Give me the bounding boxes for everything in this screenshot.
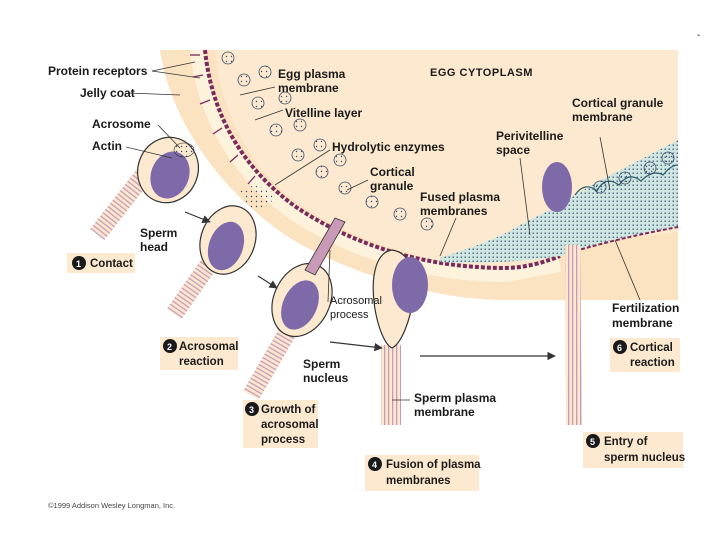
step-3-caption: 3 Growth of acrosomal process <box>243 400 319 448</box>
label-cortical-granule-membrane-2: membrane <box>572 110 633 124</box>
step-6-line-1: Cortical <box>630 342 673 354</box>
label-fused-plasma-membranes-1: Fused plasma <box>420 190 500 204</box>
egg-cytoplasm-title: EGG CYTOPLASM <box>430 67 533 79</box>
label-sperm-plasma-membrane-2: membrane <box>414 405 475 419</box>
sperm-growth-acrosomal-process <box>243 217 346 400</box>
step-1-text: Contact <box>90 258 133 270</box>
perivitelline-space <box>440 140 678 263</box>
label-cortical-granule-membrane-1: Cortical granule <box>572 96 664 110</box>
egg-plasma-membrane <box>203 49 561 271</box>
step-1-number: 1 <box>76 259 81 269</box>
labels: Protein receptors Jelly coat Acrosome Ac… <box>48 64 679 419</box>
label-sperm-head-1: Sperm <box>140 226 177 240</box>
step-5-caption: 5 Entry of sperm nucleus <box>583 432 685 468</box>
label-fertilization-membrane-2: membrane <box>612 316 673 330</box>
step-5-line-2: sperm nucleus <box>604 452 685 464</box>
step-5-line-1: Entry of <box>604 436 648 448</box>
label-perivitelline-space-2: space <box>496 143 530 157</box>
step-2-line-2: reaction <box>179 356 224 368</box>
label-actin: Actin <box>92 139 122 153</box>
cortical-granules <box>221 51 675 231</box>
step-4-number: 4 <box>372 460 377 470</box>
step-5-number: 5 <box>590 437 595 447</box>
step-6-line-2: reaction <box>630 357 675 369</box>
step-4-caption: 4 Fusion of plasma membranes <box>365 455 481 491</box>
step-3-line-1: Growth of <box>261 404 315 416</box>
label-acrosome: Acrosome <box>92 117 151 131</box>
label-perivitelline-space-1: Perivitelline <box>496 129 564 143</box>
sperm-entry <box>542 162 582 425</box>
step-3-number: 3 <box>249 405 254 415</box>
label-acrosomal-process-2: process <box>330 309 369 321</box>
label-vitelline-layer: Vitelline layer <box>285 106 362 120</box>
vitelline-layer <box>190 49 562 283</box>
label-egg-plasma-membrane-2: membrane <box>278 81 339 95</box>
label-cortical-granule-1: Cortical <box>370 165 415 179</box>
step-2-line-1: Acrosomal <box>179 341 238 353</box>
step-6-caption: 6 Cortical reaction <box>610 338 680 372</box>
label-hydrolytic-enzymes: Hydrolytic enzymes <box>332 140 445 154</box>
step-1-caption: 1 Contact <box>67 253 135 273</box>
protein-receptors <box>190 54 256 185</box>
label-sperm-nucleus-1: Sperm <box>303 357 340 371</box>
step-3-line-2: acrosomal <box>261 419 319 431</box>
label-sperm-head-2: head <box>140 240 168 254</box>
egg <box>160 49 679 300</box>
sperm-fusion <box>372 249 428 425</box>
label-protein-receptors: Protein receptors <box>48 64 148 78</box>
sperm-acrosomal-reaction <box>166 186 275 320</box>
label-cortical-granule-2: granule <box>370 179 414 193</box>
page-marker: - <box>697 30 700 41</box>
step-3-line-3: process <box>261 434 305 446</box>
step-2-caption: 2 Acrosomal reaction <box>160 337 238 370</box>
leader-lines <box>125 61 641 401</box>
label-acrosomal-process-1: Acrosomal <box>330 295 382 307</box>
step-arrows <box>184 211 556 361</box>
label-sperm-plasma-membrane-1: Sperm plasma <box>414 391 496 405</box>
step-4-line-1: Fusion of plasma <box>386 459 481 471</box>
step-4-line-2: membranes <box>386 475 451 487</box>
step-2-number: 2 <box>167 342 172 352</box>
label-jelly-coat: Jelly coat <box>80 86 135 100</box>
label-sperm-nucleus-2: nucleus <box>303 371 349 385</box>
label-fused-plasma-membranes-2: membranes <box>420 204 488 218</box>
label-fertilization-membrane-1: Fertilization <box>612 301 679 315</box>
label-egg-plasma-membrane-1: Egg plasma <box>278 67 346 81</box>
copyright: ©1999 Addison Wesley Longman, Inc. <box>48 501 175 510</box>
step-6-number: 6 <box>617 343 622 353</box>
